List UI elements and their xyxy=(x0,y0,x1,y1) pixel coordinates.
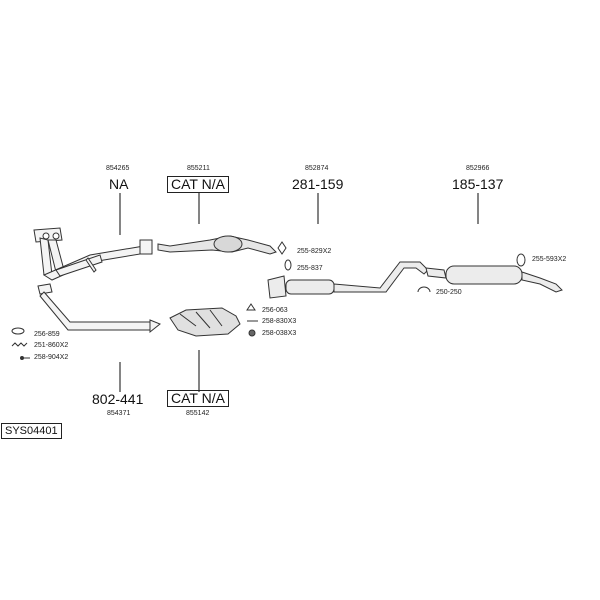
fitting-icons xyxy=(11,241,526,360)
fitting-255-837: 255-837 xyxy=(297,265,323,272)
rubber-mount-icon xyxy=(516,253,526,267)
centre-silencer-852874 xyxy=(267,261,429,299)
part-label-cat-na-top: CAT N/A xyxy=(167,176,229,193)
front-pipe-854265 xyxy=(33,227,153,281)
fitting-258-904x2: 258-904X2 xyxy=(34,354,69,361)
part-number-852874: 852874 xyxy=(305,165,329,172)
rear-silencer-852966 xyxy=(425,265,563,293)
system-code: SYS04401 xyxy=(1,423,62,439)
fitting-250-250: 250-250 xyxy=(436,289,462,296)
fitting-258-830x3: 258-830X3 xyxy=(262,318,297,325)
fitting-255-593x2: 255-593X2 xyxy=(532,256,567,263)
fitting-251-860x2: 251-860X2 xyxy=(34,342,69,349)
part-number-852966: 852966 xyxy=(466,165,490,172)
part-number-855211: 855211 xyxy=(187,165,210,172)
catalyst-855211 xyxy=(157,235,277,255)
clamp-icon xyxy=(417,286,431,293)
fitting-255-829x2: 255-829X2 xyxy=(297,248,332,255)
fitting-258-038x3: 258-038X3 xyxy=(262,330,297,337)
triangle-gasket-icon xyxy=(246,303,256,311)
part-number-854371: 854371 xyxy=(107,410,131,417)
hanger-icon xyxy=(284,259,292,271)
catalyst-855142 xyxy=(169,307,241,337)
nut-icon xyxy=(248,329,256,337)
part-label-na: NA xyxy=(109,176,129,192)
part-number-855142: 855142 xyxy=(186,410,210,417)
gasket-ring-icon xyxy=(11,327,25,335)
bracket-icon xyxy=(277,241,287,255)
front-pipe-854371 xyxy=(37,283,161,334)
fitting-256-063: 256-063 xyxy=(262,307,288,314)
fitting-256-859: 256-859 xyxy=(34,331,60,338)
part-number-854265: 854265 xyxy=(106,165,130,172)
part-label-281-159: 281-159 xyxy=(292,176,344,192)
part-label-185-137: 185-137 xyxy=(452,176,504,192)
part-label-802-441: 802-441 xyxy=(92,391,144,407)
part-label-cat-na-bottom: CAT N/A xyxy=(167,390,229,407)
spring-icon xyxy=(11,342,28,347)
